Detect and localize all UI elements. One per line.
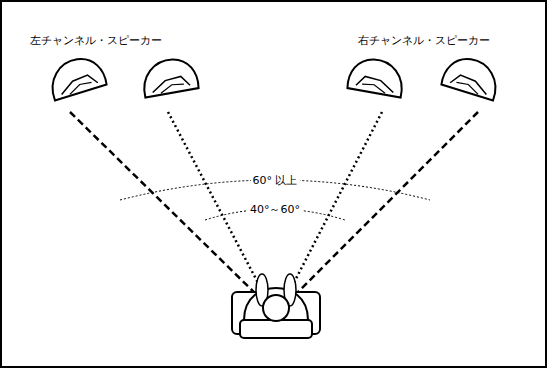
speaker-label: 左チャンネル・スピーカー <box>30 34 162 47</box>
angle-label: 40°～60° <box>248 203 302 216</box>
speaker-label: 右チャンネル・スピーカー <box>358 34 490 47</box>
angle-label: 60° 以上 <box>251 174 300 187</box>
